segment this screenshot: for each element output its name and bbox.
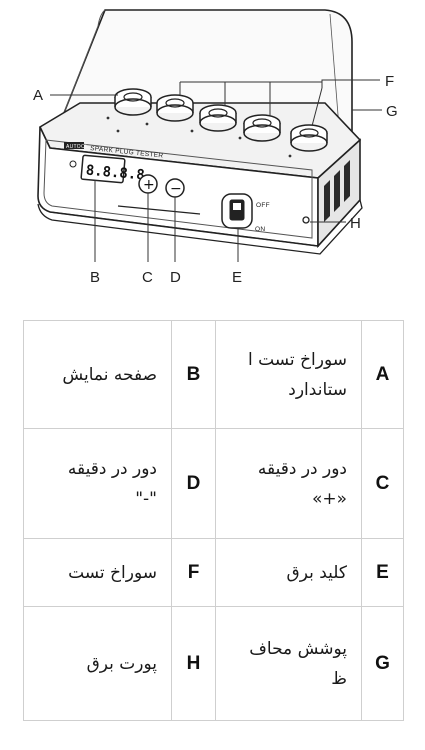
test-hole-standard: [114, 88, 152, 116]
minus-icon: −: [170, 181, 182, 197]
legend-text: پورت برق: [86, 653, 157, 674]
legend-desc-g: پوشش محاف ظ: [215, 606, 362, 721]
front-groove: [117, 205, 201, 215]
legend-letter-f: F: [171, 538, 216, 607]
device-diagram: AUTOOL SPARK PLUG TESTER 8.8.8.8 + − OFF…: [0, 0, 425, 300]
power-switch-rocker: [233, 203, 241, 210]
display-indicator: [69, 160, 77, 168]
legend-letter-c: C: [361, 428, 404, 539]
cover-edge: [61, 9, 106, 119]
brand-badge: [64, 142, 84, 149]
power-port: [302, 216, 310, 224]
front-panel-bezel: [43, 139, 313, 239]
callout-c: C: [142, 269, 153, 286]
plus-icon: +: [143, 177, 155, 193]
test-hole-2: [156, 94, 194, 122]
legend-text: پوشش محاف: [249, 638, 347, 659]
callout-g: G: [386, 103, 398, 120]
test-hole-4: [243, 114, 281, 142]
legend-text: سوراخ تست ا: [247, 349, 347, 370]
legend-text: صفحه نمایش: [62, 364, 157, 385]
legend-desc-e: کلید برق: [215, 538, 362, 607]
legend-desc-b: صفحه نمایش: [23, 320, 172, 429]
brand-label: AUTOOL: [66, 144, 88, 150]
switch-on-label: ON: [255, 226, 265, 233]
spark-plug-tester-illustration: AUTOOL SPARK PLUG TESTER 8.8.8.8 + − OFF…: [33, 9, 398, 286]
callout-h: H: [350, 215, 361, 232]
callout-a: A: [33, 87, 43, 104]
test-hole-5: [290, 124, 328, 152]
legend-text: «+»: [311, 488, 347, 509]
legend-letter-e: E: [361, 538, 404, 607]
legend-text: ظ: [331, 668, 347, 689]
callout-b: B: [90, 269, 100, 286]
legend-desc-h: پورت برق: [23, 606, 172, 721]
legend-text: سوراخ تست: [68, 562, 157, 583]
display-readout: 8.8.8.8: [85, 163, 145, 184]
device-base: [37, 198, 363, 255]
legend-text: "-": [135, 488, 157, 509]
legend-letter-b: B: [171, 320, 216, 429]
legend-desc-d: دور در دقیقه "-": [23, 428, 172, 539]
callout-e: E: [232, 269, 242, 286]
legend-letter-a: A: [361, 320, 404, 429]
legend-desc-a: سوراخ تست ا ستاندارد: [215, 320, 362, 429]
legend-letter-h: H: [171, 606, 216, 721]
table-row: پورت برق H پوشش محاف ظ G: [23, 606, 404, 721]
legend-text: دور در دقیقه: [67, 458, 157, 479]
deck-markers: [106, 116, 292, 158]
legend-table-wrapper: صفحه نمایش B سوراخ تست ا ستاندارد A دور …: [23, 320, 404, 721]
table-row: صفحه نمایش B سوراخ تست ا ستاندارد A: [23, 320, 404, 429]
legend-table: صفحه نمایش B سوراخ تست ا ستاندارد A دور …: [23, 320, 404, 721]
test-hole-3: [199, 104, 237, 132]
legend-letter-g: G: [361, 606, 404, 721]
table-row: سوراخ تست F کلید برق E: [23, 538, 404, 607]
legend-letter-d: D: [171, 428, 216, 539]
legend-text: دور در دقیقه: [257, 458, 347, 479]
callout-f: F: [385, 73, 394, 90]
legend-desc-c: دور در دقیقه «+»: [215, 428, 362, 539]
legend-desc-f: سوراخ تست: [23, 538, 172, 607]
switch-off-label: OFF: [256, 202, 270, 209]
display-screen: [80, 154, 126, 184]
side-vents: [324, 160, 350, 222]
legend-text: کلید برق: [286, 562, 347, 583]
table-row: دور در دقیقه "-" D دور در دقیقه «+» C: [23, 428, 404, 539]
callout-d: D: [170, 269, 181, 286]
legend-text: ستاندارد: [288, 379, 347, 400]
leader-lines: [50, 79, 382, 262]
